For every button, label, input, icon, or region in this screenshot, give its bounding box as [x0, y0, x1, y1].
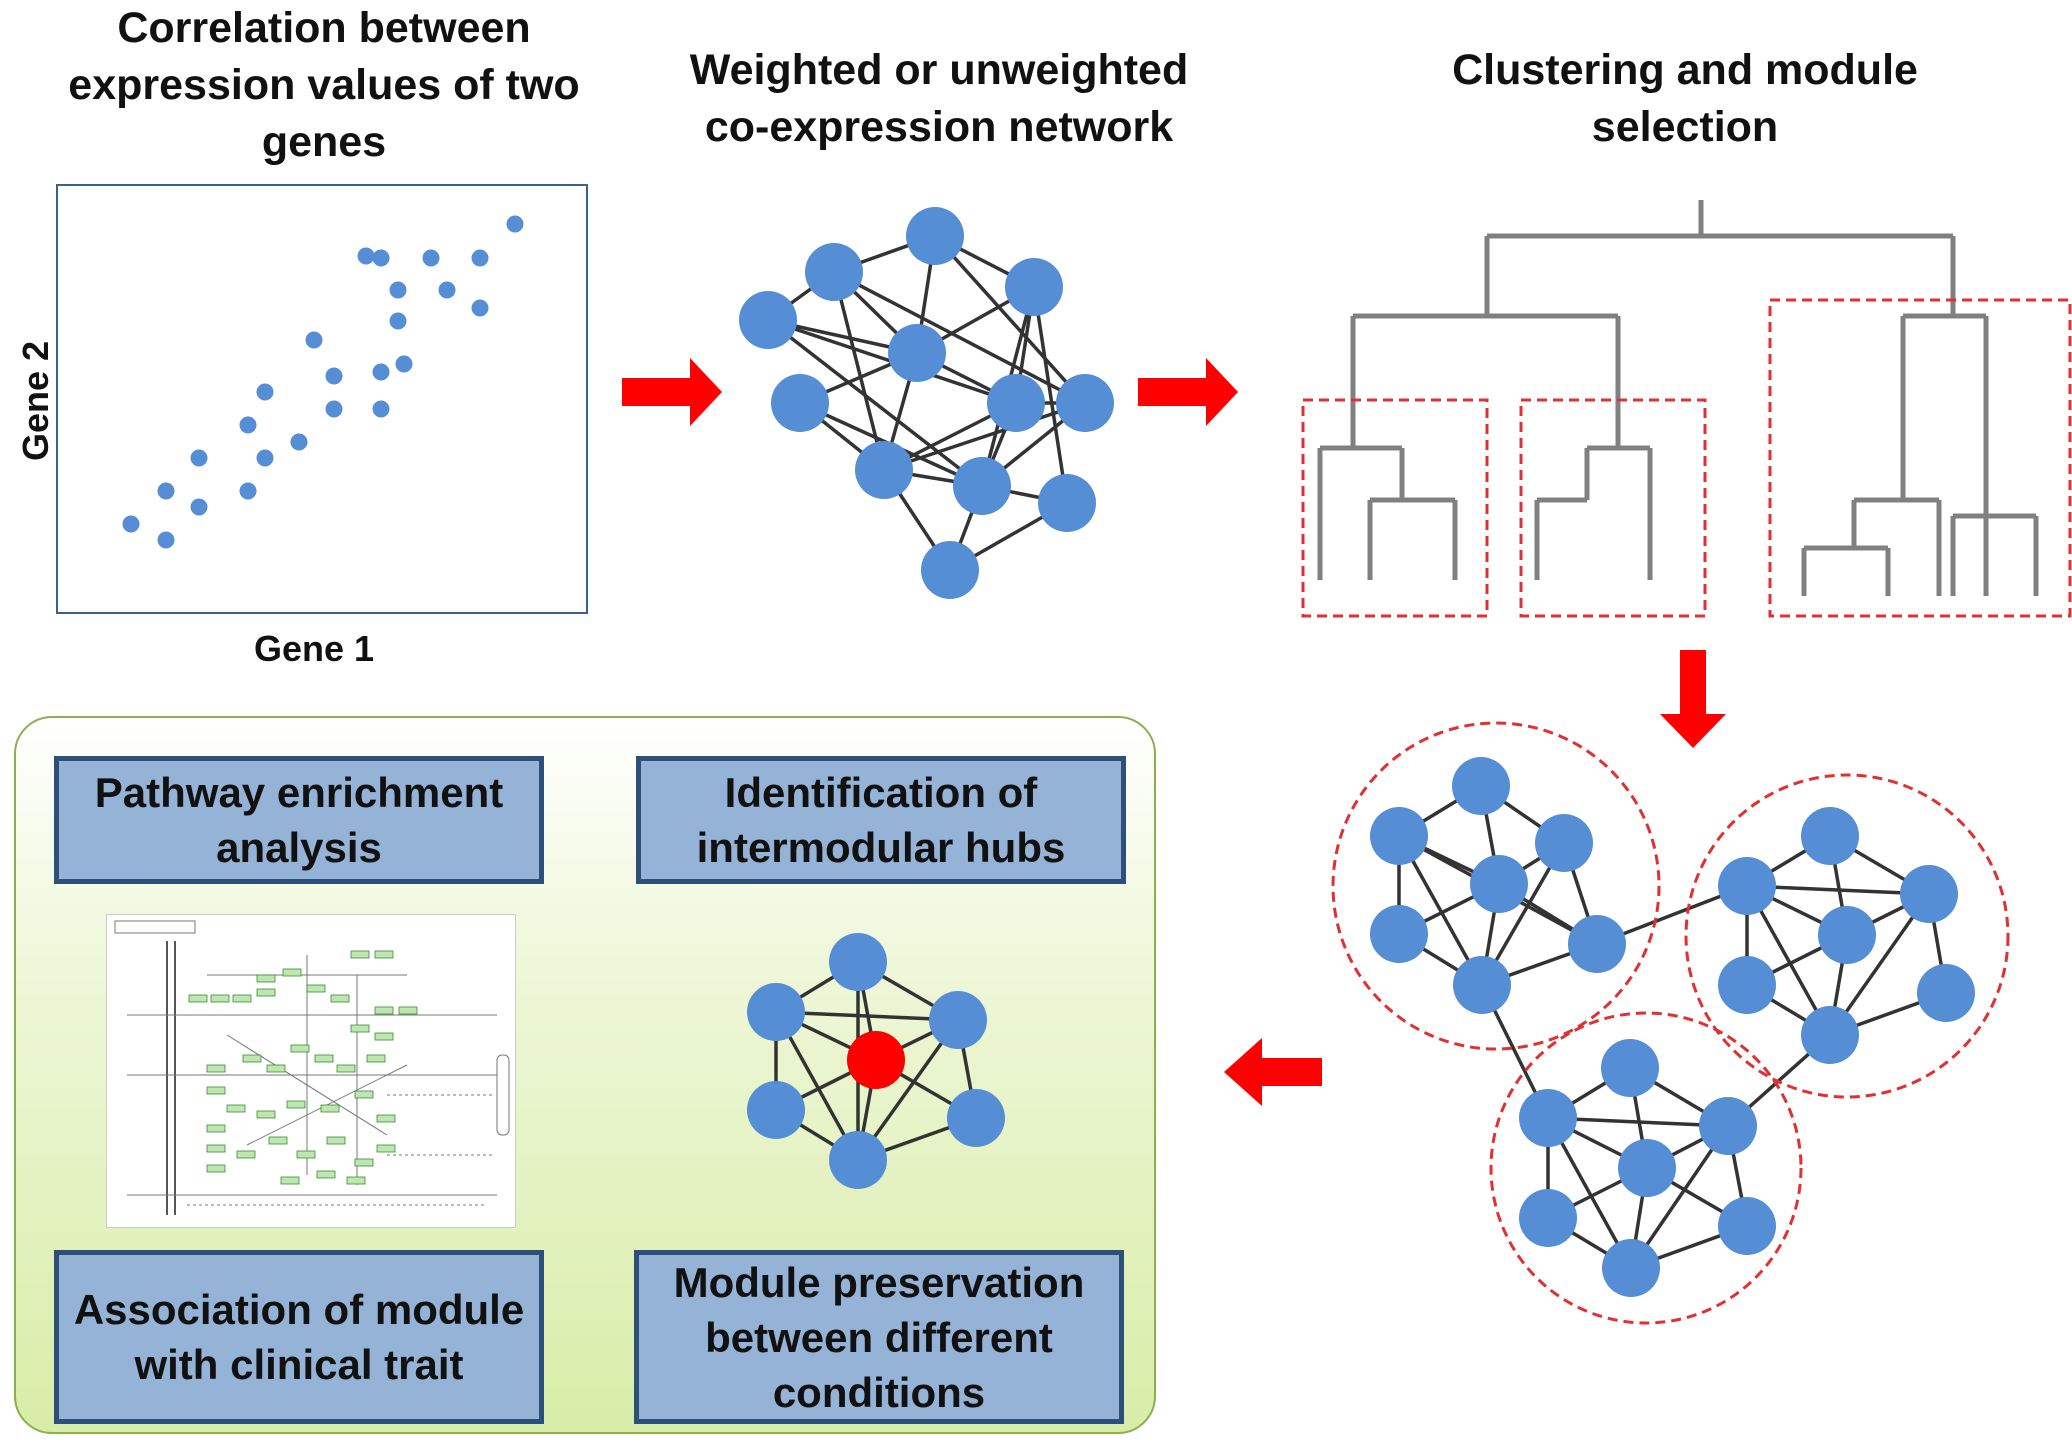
scatter-point [290, 433, 308, 451]
hub-network-node [747, 1081, 805, 1139]
module-a-node [1370, 807, 1428, 865]
network-edge [883, 401, 1086, 472]
module-b-node [1917, 964, 1975, 1022]
pathway-enrichment-box: Pathway enrichment analysis [54, 756, 544, 884]
network-edge [1032, 286, 1069, 504]
scatter-point [190, 498, 208, 516]
scatter-point [422, 249, 440, 267]
module-selection-box [1301, 398, 1489, 618]
network-node [771, 374, 829, 432]
hub-network-node [747, 983, 805, 1041]
arrow-left-icon [1224, 1038, 1322, 1106]
module-outline [1331, 721, 1661, 1051]
network-edge [766, 318, 984, 488]
dendrogram-cluster-1 [1317, 445, 1458, 580]
network-node [855, 441, 913, 499]
scatter-point [122, 515, 140, 533]
module-b-node [1718, 956, 1776, 1014]
network-node [888, 324, 946, 382]
kegg-pathway-map-icon [106, 914, 516, 1228]
network-node [921, 541, 979, 599]
network-node [805, 243, 863, 301]
module-b-node [1900, 865, 1958, 923]
network-node [1005, 258, 1063, 316]
module-c-node [1602, 1239, 1660, 1297]
hub-node [847, 1031, 905, 1089]
module-a-node [1470, 855, 1528, 913]
dendrogram-top-branch [1484, 200, 1956, 316]
hub-network-node [829, 1131, 887, 1189]
module-c-node [1699, 1097, 1757, 1155]
hub-network-node [947, 1089, 1005, 1147]
scatter-point [372, 363, 390, 381]
module-a-node [1452, 757, 1510, 815]
hub-network-node [829, 933, 887, 991]
module-b-node [1718, 857, 1776, 915]
scatter-point [389, 281, 407, 299]
network-node [1038, 474, 1096, 532]
hub-network-node [929, 991, 987, 1049]
module-b-node [1801, 1006, 1859, 1064]
module-c-node [1519, 1089, 1577, 1147]
clinical-trait-box: Association of module with clinical trai… [54, 1250, 544, 1424]
network-node [1056, 374, 1114, 432]
intermodular-hubs-box: Identification of intermodular hubs [636, 756, 1126, 884]
module-outline [1684, 773, 2010, 1099]
scatter-point [190, 449, 208, 467]
arrow-right-icon [1138, 358, 1238, 426]
module-b-node [1801, 807, 1859, 865]
scatter-x-label: Gene 1 [254, 628, 375, 669]
module-a-node [1535, 814, 1593, 872]
scatter-point [357, 247, 375, 265]
module-b-edge [1746, 884, 1930, 896]
dendrogram-cluster-2 [1534, 445, 1653, 580]
module-c-node [1519, 1189, 1577, 1247]
module-selection-box [1519, 398, 1707, 618]
scatter-point [471, 249, 489, 267]
dendrogram-left-branch [1350, 313, 1621, 448]
module-a-node [1453, 956, 1511, 1014]
network-edge [933, 234, 1087, 405]
scatter-point [239, 482, 257, 500]
arrow-down-icon [1660, 650, 1726, 748]
correlation-title: Correlation between expression values of… [68, 4, 580, 166]
scatter-point [305, 331, 323, 349]
scatter-point [389, 312, 407, 330]
scatter-point [325, 400, 343, 418]
hub-network-edge [775, 1010, 959, 1022]
network-node [953, 457, 1011, 515]
module-c-node [1618, 1139, 1676, 1197]
scatter-point [506, 215, 524, 233]
scatter-point [372, 400, 390, 418]
network-edge [833, 270, 1086, 405]
scatter-point [256, 383, 274, 401]
scatter-point [325, 367, 343, 385]
scatter-point [157, 531, 175, 549]
scatter-point [239, 416, 257, 434]
network-node [906, 207, 964, 265]
module-a-node [1568, 915, 1626, 973]
module-outline [1489, 1011, 1803, 1325]
scatter-point [438, 281, 456, 299]
dendrogram-right-branch [1801, 313, 2039, 596]
scatter-point [395, 355, 413, 373]
module-a-node [1370, 905, 1428, 963]
module-c-edge [1547, 1116, 1729, 1128]
scatter-point [157, 482, 175, 500]
scatter-point [471, 299, 489, 317]
scatter-plot-frame [56, 184, 588, 614]
network-node [987, 374, 1045, 432]
module-selection-box [1768, 298, 2072, 618]
clustering-title: Clustering and module selection [1452, 46, 1918, 151]
network-node [739, 291, 797, 349]
network-title: Weighted or unweighted co-expression net… [689, 46, 1189, 151]
scatter-point [372, 249, 390, 267]
module-b-node [1818, 906, 1876, 964]
module-preservation-box: Module preservation between different co… [634, 1250, 1124, 1424]
module-c-node [1601, 1039, 1659, 1097]
module-c-node [1718, 1197, 1776, 1255]
scatter-point [256, 449, 274, 467]
arrow-right-icon [622, 358, 722, 426]
